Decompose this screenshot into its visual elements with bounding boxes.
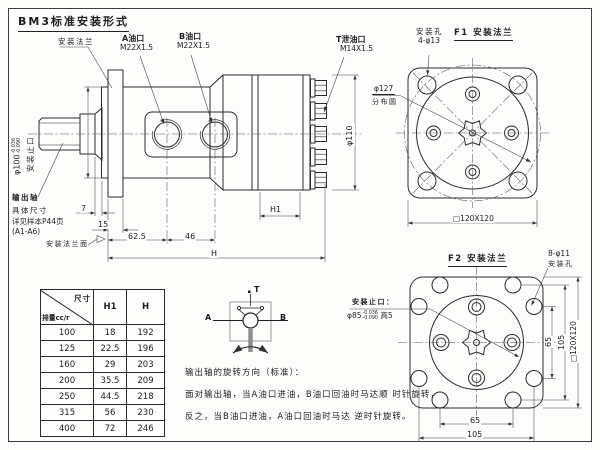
rotation-note-line1: 输出轴的旋转方向（标准）：: [185, 368, 305, 378]
port-b-thread: M22X1.5: [177, 41, 211, 50]
f2-holes-label: 安装孔: [548, 260, 574, 268]
f1-view-title: F1 安装法兰: [454, 26, 514, 41]
cell-displacement: 160: [40, 356, 94, 373]
hydraulic-symbol: [213, 290, 288, 354]
cell-h: 218: [126, 388, 165, 405]
cell-h: 209: [126, 372, 165, 389]
dim-7: 7: [80, 204, 88, 213]
cell-h1: 56: [93, 404, 127, 421]
output-shaft-label: 输出轴: [12, 193, 39, 202]
cell-h: 192: [126, 324, 165, 341]
cell-displacement: 125: [40, 340, 94, 357]
port-a-label: A油口: [122, 34, 145, 43]
table-corner-cell: 尺寸 排量cc/r: [40, 289, 94, 326]
shaft-spigot-diameter: φ100-0.036-0.090: [12, 136, 23, 176]
cell-h: 196: [126, 340, 165, 357]
f1-flange-dimensions: [407, 54, 538, 227]
dim-46: 46: [184, 232, 197, 241]
schematic-port-t-label: T: [254, 285, 260, 294]
dim-15: 15: [97, 220, 110, 229]
cell-h: 246: [126, 420, 165, 437]
output-shaft-note-2: 详见样本P44页: [12, 217, 64, 226]
mounting-flange-label: 安装法兰: [58, 37, 94, 46]
side-view-geometry: [38, 69, 327, 198]
sheet-border: [8, 8, 592, 442]
drain-port-label: T泄油口: [336, 35, 366, 44]
table-header-h1: H1: [93, 289, 127, 325]
side-view-centerlines: [28, 118, 362, 246]
f2-spigot-label: 安装止口：: [352, 298, 395, 306]
dim-phi110: φ110: [345, 124, 355, 147]
flange-face-label: 安装法兰面: [46, 240, 89, 248]
f1-square-dim: □120X120: [452, 214, 495, 223]
cell-h1: 22.5: [93, 340, 127, 357]
f2-flange-centerlines: [398, 266, 556, 420]
f2-square-dim: □120X120: [569, 320, 579, 363]
cell-displacement: 250: [40, 388, 94, 405]
f1-flange-centerlines: [396, 58, 549, 208]
rotation-note-line3: 反之，当B油口进油，A油口回油时马达 逆时针旋转。: [185, 412, 412, 422]
f2-view-title: F2 安装法兰: [448, 252, 508, 267]
port-a-thread: M22X1.5: [120, 43, 154, 52]
dim-h: H: [210, 249, 219, 258]
table-header-row: 尺寸 排量cc/r H1 H: [40, 289, 165, 326]
cell-h1: 72: [93, 420, 127, 437]
f2-dim-105-horizontal: 105: [466, 430, 484, 439]
side-view-dimensions: [76, 74, 359, 262]
cell-h1: 44.5: [93, 388, 127, 405]
spigot-label: 安装止口: [26, 135, 36, 173]
cell-h: 203: [126, 356, 165, 373]
rotation-note-line2: 面对输出轴，当A油口进油，B油口回油时马达顺 时针旋转，: [185, 390, 440, 400]
pitch-circle-diameter: φ127: [372, 84, 396, 95]
f2-dim-65-horizontal: 65: [469, 416, 482, 425]
schematic-port-b-label: B: [280, 313, 287, 322]
dim-62-5: 62.5: [127, 232, 147, 241]
cell-h1: 18: [93, 324, 127, 341]
f1-holes-label: 安装孔: [416, 27, 443, 36]
table-header-size: 尺寸: [74, 294, 91, 303]
cell-displacement: 100: [40, 324, 94, 341]
cell-displacement: 400: [40, 420, 94, 437]
schematic-port-a-label: A: [205, 313, 212, 322]
f2-spigot-value: φ85-0.036-0.090 高5: [347, 311, 393, 321]
cell-h: 230: [126, 404, 165, 421]
cell-h1: 35.5: [93, 372, 127, 389]
drain-port-thread: M14X1.5: [340, 44, 374, 53]
f2-holes-count: 8-φ11: [548, 249, 570, 258]
table-header-h: H: [126, 289, 165, 325]
cell-displacement: 315: [40, 404, 94, 421]
page-title: BM3标准安装形式: [18, 13, 129, 32]
cell-displacement: 200: [40, 372, 94, 389]
table-header-displacement: 排量cc/r: [42, 314, 70, 322]
port-b-label: B油口: [179, 32, 202, 41]
dim-h1: H1: [269, 205, 283, 214]
f2-dim-105-vertical: 105: [557, 333, 567, 351]
output-shaft-note-1: 具体尺寸: [12, 206, 48, 215]
f1-holes-count: 4-φ13: [418, 36, 440, 45]
pitch-circle-label: 分布圆: [372, 98, 398, 106]
cell-h1: 29: [93, 356, 127, 373]
f2-dim-65-vertical: 65: [544, 335, 554, 348]
output-shaft-note-3: (A1-A6): [12, 227, 41, 236]
side-view-leaders: [37, 46, 532, 246]
